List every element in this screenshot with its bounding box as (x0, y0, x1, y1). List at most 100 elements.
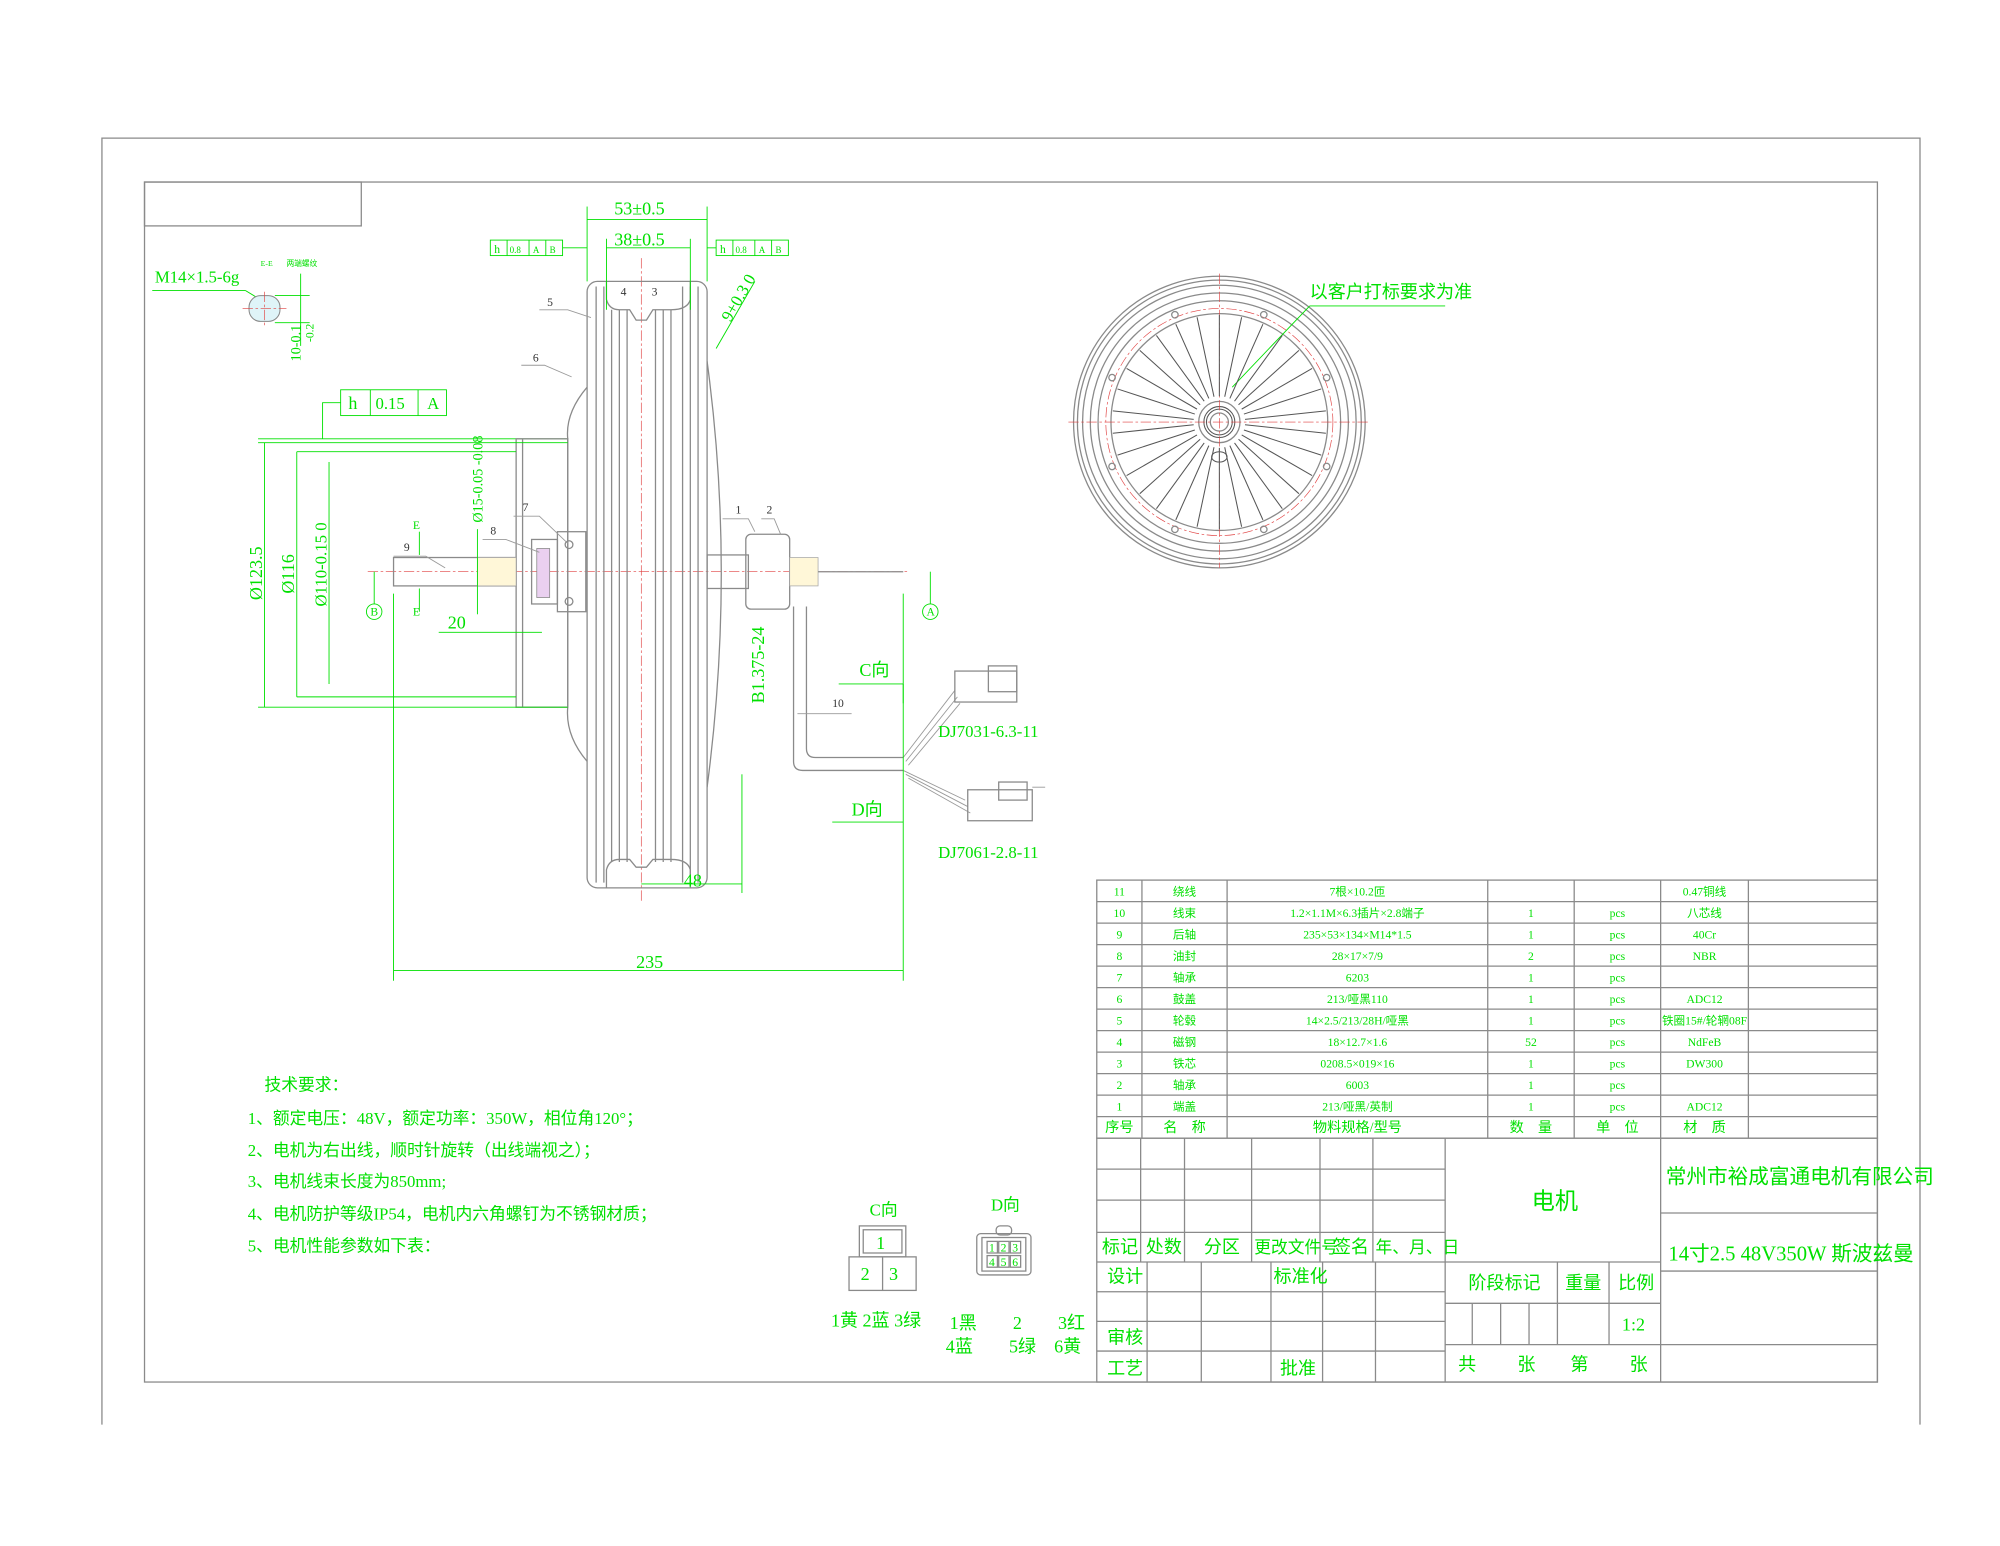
bom-cell: 1 (1528, 929, 1534, 942)
bom-header-cell: 数 量 (1510, 1120, 1553, 1136)
bom-cell: 后轴 (1173, 928, 1196, 942)
bom-cell: 轴承 (1173, 971, 1197, 985)
connector-c-legend: 1黄 2蓝 3绿 (831, 1311, 921, 1331)
tech-item: 4、电机防护等级IP54，电机内六角螺钉为不锈钢材质； (248, 1204, 657, 1223)
bom-header-cell: 材 质 (1683, 1120, 1726, 1136)
dim-235: 235 (636, 952, 663, 972)
dimensions: 53±0.5 38±0.5 9+0.3 0 Ø123.5 Ø116 Ø110-0… (246, 198, 1039, 981)
connector-d-title: D向 (991, 1195, 1020, 1214)
gdt-frame-left: h 0.8 A B (489, 239, 588, 257)
bom-cell: 11 (1114, 886, 1125, 899)
bom-cell: 14×2.5/213/28H/哑黑 (1306, 1015, 1409, 1028)
datum-a: A (926, 606, 935, 619)
spoke (1234, 335, 1283, 402)
bom-cell: 轴承 (1173, 1078, 1197, 1092)
sheets-label: 张 (1517, 1354, 1535, 1374)
dim-9: 9+0.3 0 (717, 271, 759, 325)
spoke (1243, 429, 1322, 456)
tech-item: 3、电机线束长度为850mm; (248, 1172, 446, 1191)
spoke (1112, 410, 1194, 420)
balloon: 2 (766, 504, 772, 517)
gdt-datum: B (550, 245, 556, 255)
gdt-tolerance: 0.8 (735, 245, 747, 255)
tech-title: 技术要求： (265, 1075, 349, 1094)
spoke (1139, 438, 1201, 495)
gdt-symbol: h (494, 243, 500, 256)
sheet-no-label: 第 (1570, 1354, 1588, 1374)
dim-53: 53±0.5 (614, 198, 665, 218)
pin-cell (986, 1254, 999, 1268)
spoke (1126, 434, 1198, 477)
balloon: 6 (533, 351, 539, 364)
pin-cell (998, 1254, 1010, 1268)
bom-header-cell: 单 位 (1596, 1120, 1639, 1136)
bom-cell: 1 (1528, 1058, 1534, 1071)
bom-cell: 油封 (1173, 949, 1197, 963)
pin-label: 3 (889, 1264, 898, 1284)
section-note: 两端螺纹 (286, 258, 317, 268)
bom-cell: 线束 (1173, 906, 1197, 920)
bom-cell: 2 (1528, 950, 1534, 963)
spoke (1224, 317, 1243, 397)
bom-cell: NdFeB (1688, 1036, 1722, 1049)
bom-header-cell: 物料规格/型号 (1313, 1120, 1402, 1136)
bolt-hole (1322, 373, 1331, 382)
pin-label: 1 (989, 1242, 995, 1255)
spoke (1196, 447, 1215, 527)
bom-cell: 5 (1116, 1015, 1122, 1028)
bom-cell: 1 (1528, 993, 1534, 1006)
bom-cell: 10 (1114, 907, 1126, 920)
standard-label: 标准化 (1274, 1267, 1328, 1287)
dim-20: 20 (448, 612, 466, 632)
bom-cell: 1 (1528, 1079, 1534, 1092)
bom-cell: 28×17×7/9 (1332, 950, 1383, 963)
total-label: 共 (1458, 1354, 1476, 1374)
rev-header: 标记 (1102, 1237, 1138, 1257)
bom-header-cell: 名 称 (1163, 1120, 1206, 1136)
bolt-hole (1259, 310, 1268, 319)
approve-label: 批准 (1280, 1358, 1316, 1378)
spoke (1126, 368, 1198, 410)
bom-cell: pcs (1610, 1058, 1626, 1071)
balloon: 8 (490, 524, 496, 537)
bom-cell: NBR (1693, 950, 1717, 963)
bolt-hole (1171, 525, 1179, 534)
bom-cell: ADC12 (1686, 1101, 1722, 1114)
gdt-datum: B (775, 245, 781, 255)
thread-detail: M14×1.5-6g E-E 两端螺纹 10-0.1 -0.2 (152, 258, 318, 362)
bom-cell: 铁圈15#/轮辋08F (1662, 1014, 1748, 1028)
bom-cell: 9 (1116, 929, 1122, 942)
gdt-datum: A (533, 245, 540, 255)
thread-dim: 10-0.1 (289, 325, 305, 362)
bom-cell: 端盖 (1173, 1100, 1197, 1114)
connector-d-legend: 1黑 2 3红 (950, 1313, 1085, 1333)
company-name: 常州市裕成富通电机有限公司 (1666, 1165, 1934, 1188)
pin-cell (1009, 1240, 1022, 1254)
bom-cell: pcs (1610, 1101, 1626, 1114)
spoke (1175, 323, 1210, 399)
bom-cell: 铁芯 (1173, 1057, 1197, 1071)
design-label: 设计 (1107, 1267, 1143, 1287)
bom-cell: 1 (1528, 1101, 1534, 1114)
bom-cell: 1 (1528, 1015, 1534, 1028)
tech-item: 2、电机为右出线，顺时针旋转（出线端视之）； (248, 1141, 600, 1160)
rev-header: 处数 (1146, 1237, 1182, 1257)
bom-cell: pcs (1610, 993, 1626, 1006)
view-c-label: C向 (859, 660, 889, 680)
process-label: 工艺 (1107, 1358, 1143, 1378)
bom-cell: 7根×10.2匝 (1329, 885, 1385, 899)
part-balloons: 1 2 3 4 5 6 7 8 9 10 (393, 286, 852, 715)
bom-cell: 6203 (1346, 972, 1369, 985)
bom-cell: 2 (1116, 1079, 1122, 1092)
bom-cell: 213/哑黑110 (1327, 993, 1388, 1006)
gdt-symbol: h (348, 393, 357, 413)
bom-cell: 235×53×134×M14*1.5 (1303, 929, 1412, 942)
balloon: 1 (735, 504, 741, 517)
section-label: E-E (261, 259, 273, 268)
datum-b: B (370, 606, 378, 619)
bom-cell: 1 (1528, 972, 1534, 985)
motor-front-view: 以客户打标要求为准 (1068, 273, 1472, 569)
section-mark: E (413, 606, 420, 619)
